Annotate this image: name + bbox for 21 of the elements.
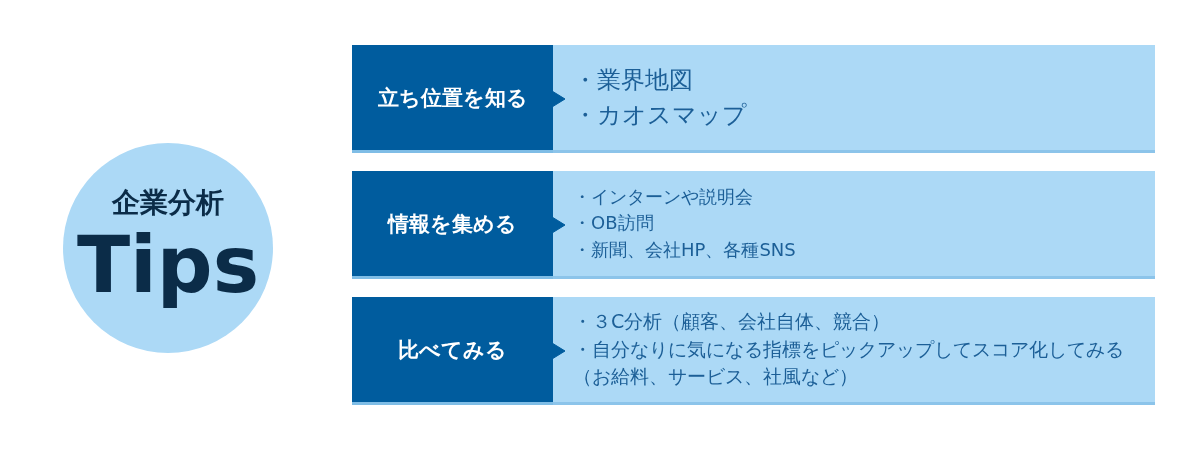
arrow <box>551 90 566 108</box>
step-box <box>352 45 553 153</box>
step-label: 比べてみる <box>398 336 507 364</box>
list-item: ・OB訪問 <box>573 211 655 236</box>
title: Tips <box>76 221 260 312</box>
list-item: ・業界地図 <box>573 64 694 96</box>
content-panel <box>553 297 1155 405</box>
step-label: 立ち位置を知る <box>377 84 528 112</box>
arrow <box>551 342 566 360</box>
arrow <box>551 216 566 234</box>
content-panel <box>553 45 1155 153</box>
list-item: ・自分なりに気になる指標をピックアップしてスコア化してみる（お給料、サービス、社風など） <box>573 336 1125 390</box>
list-item: ・新聞、会社HP、各種SNS <box>573 237 797 262</box>
step-box <box>352 171 553 279</box>
step-label: 情報を集める <box>388 210 517 238</box>
content-panel <box>553 171 1155 279</box>
list-item: ・インターンや説明会 <box>573 185 754 210</box>
subtitle: 企業分析 <box>112 184 224 221</box>
step-box <box>352 297 553 405</box>
list-item: ・３C分析（顧客、会社自体、競合） <box>573 309 892 335</box>
list-item: ・カオスマップ <box>573 99 748 131</box>
